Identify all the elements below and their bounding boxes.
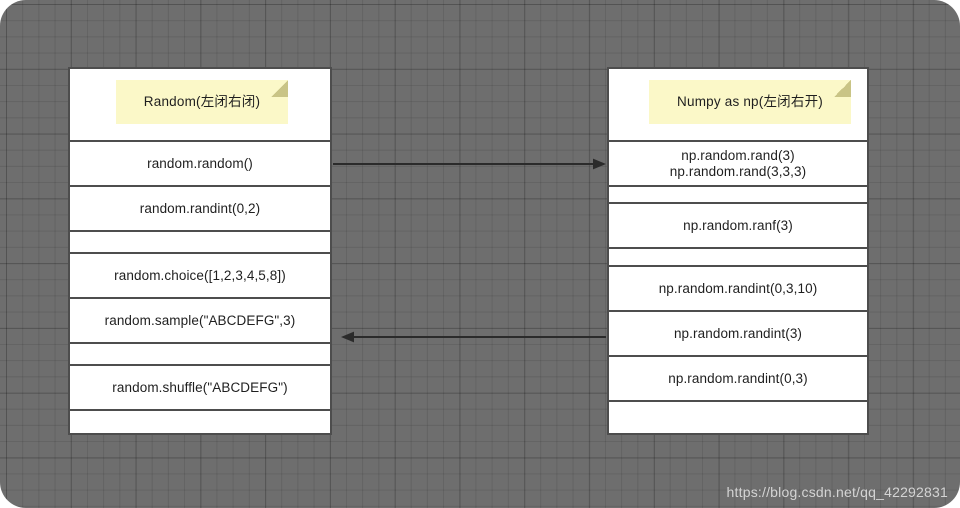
right-note-label: Numpy as np(左闭右开) <box>677 94 823 110</box>
right-row-0[interactable]: np.random.rand(3) np.random.rand(3,3,3) <box>609 142 867 187</box>
left-row-5-spacer[interactable] <box>70 344 330 366</box>
right-row-5[interactable]: np.random.randint(3) <box>609 312 867 357</box>
left-class-box[interactable]: Random(左闭右闭) random.random() random.rand… <box>68 67 332 435</box>
note-fold-icon <box>834 80 851 97</box>
right-row-2[interactable]: np.random.ranf(3) <box>609 204 867 249</box>
left-row-3[interactable]: random.choice([1,2,3,4,5,8]) <box>70 254 330 299</box>
left-note: Random(左闭右闭) <box>116 80 288 124</box>
right-row-1-spacer[interactable] <box>609 187 867 204</box>
watermark-text: https://blog.csdn.net/qq_42292831 <box>726 484 948 500</box>
right-class-box[interactable]: Numpy as np(左闭右开) np.random.rand(3) np.r… <box>607 67 869 435</box>
left-row-4[interactable]: random.sample("ABCDEFG",3) <box>70 299 330 344</box>
left-row-7-spacer[interactable] <box>70 411 330 433</box>
right-row-7-spacer[interactable] <box>609 402 867 433</box>
right-to-left-arrow <box>341 331 606 343</box>
right-note: Numpy as np(左闭右开) <box>649 80 851 124</box>
left-header-row: Random(左闭右闭) <box>70 69 330 142</box>
right-row-4[interactable]: np.random.randint(0,3,10) <box>609 267 867 312</box>
note-fold-icon <box>271 80 288 97</box>
right-row-6[interactable]: np.random.randint(0,3) <box>609 357 867 402</box>
left-row-1[interactable]: random.randint(0,2) <box>70 187 330 232</box>
left-row-0[interactable]: random.random() <box>70 142 330 187</box>
left-note-label: Random(左闭右闭) <box>143 94 261 110</box>
right-header-row: Numpy as np(左闭右开) <box>609 69 867 142</box>
right-row-3-spacer[interactable] <box>609 249 867 267</box>
left-row-6[interactable]: random.shuffle("ABCDEFG") <box>70 366 330 411</box>
left-row-2-spacer[interactable] <box>70 232 330 254</box>
left-to-right-arrow <box>333 158 606 170</box>
